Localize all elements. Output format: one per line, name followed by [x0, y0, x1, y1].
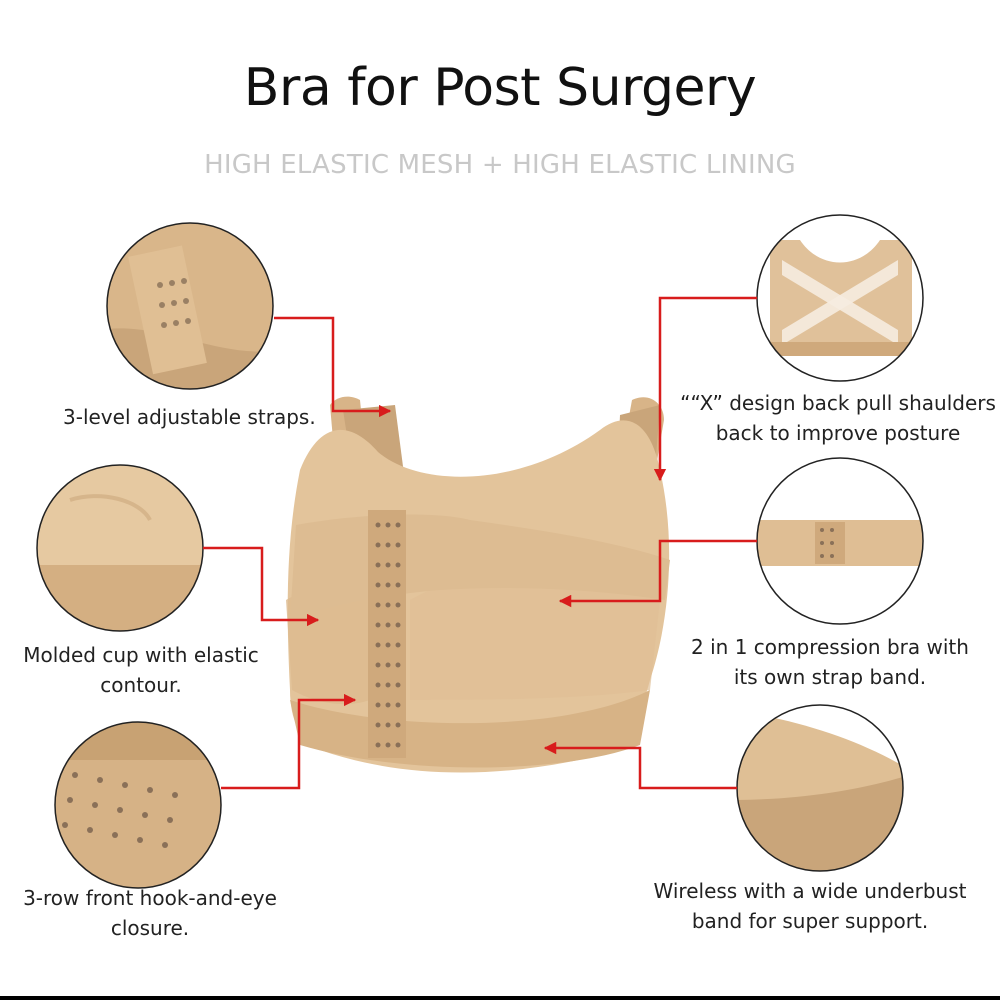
page-title: Bra for Post Surgery: [243, 58, 757, 118]
strap-band-detail-image: [756, 457, 924, 625]
straps-detail-image: [106, 222, 274, 390]
closure-caption: 3-row front hook-and-eye closure.: [10, 883, 290, 943]
callout-arrows: [203, 296, 757, 790]
molded-cup-detail-image: [36, 464, 204, 632]
x-design-line1: ““X” design back pull shaulders: [680, 391, 996, 415]
arrow-icon: [274, 316, 392, 418]
x-design-line2: back to improve posture: [715, 421, 961, 445]
wireless-line1: Wireless with a wide underbust: [653, 879, 967, 903]
closure-line1: 3-row front hook-and-eye: [23, 886, 277, 910]
closure-line2: closure.: [110, 916, 190, 940]
page-subtitle: HIGH ELASTIC MESH + HIGH ELASTIC LINING: [204, 150, 796, 180]
arrow-icon: [221, 693, 357, 790]
bottom-border: [0, 996, 1000, 1000]
molded-line2: contour.: [100, 673, 182, 697]
arrow-icon: [203, 546, 320, 627]
molded-cup-caption: Molded cup with elastic contour.: [10, 640, 272, 700]
wireless-line2: band for super support.: [691, 909, 929, 933]
x-back-detail-image: [756, 214, 924, 382]
x-design-caption: ““X” design back pull shaulders back to …: [678, 388, 998, 448]
underbust-detail-image: [736, 704, 904, 872]
compression-line2: its own strap band.: [733, 665, 927, 689]
molded-line1: Molded cup with elastic: [23, 643, 259, 667]
compression-caption: 2 in 1 compression bra with its own stra…: [680, 632, 980, 692]
straps-caption: 3-level adjustable straps.: [63, 405, 316, 429]
arrow-icon: [558, 539, 757, 608]
closure-detail-image: [54, 721, 222, 889]
compression-line1: 2 in 1 compression bra with: [691, 635, 969, 659]
arrow-icon: [653, 296, 757, 482]
wireless-caption: Wireless with a wide underbust band for …: [640, 876, 980, 936]
arrow-icon: [543, 741, 737, 790]
main-bra-image: [286, 396, 670, 773]
